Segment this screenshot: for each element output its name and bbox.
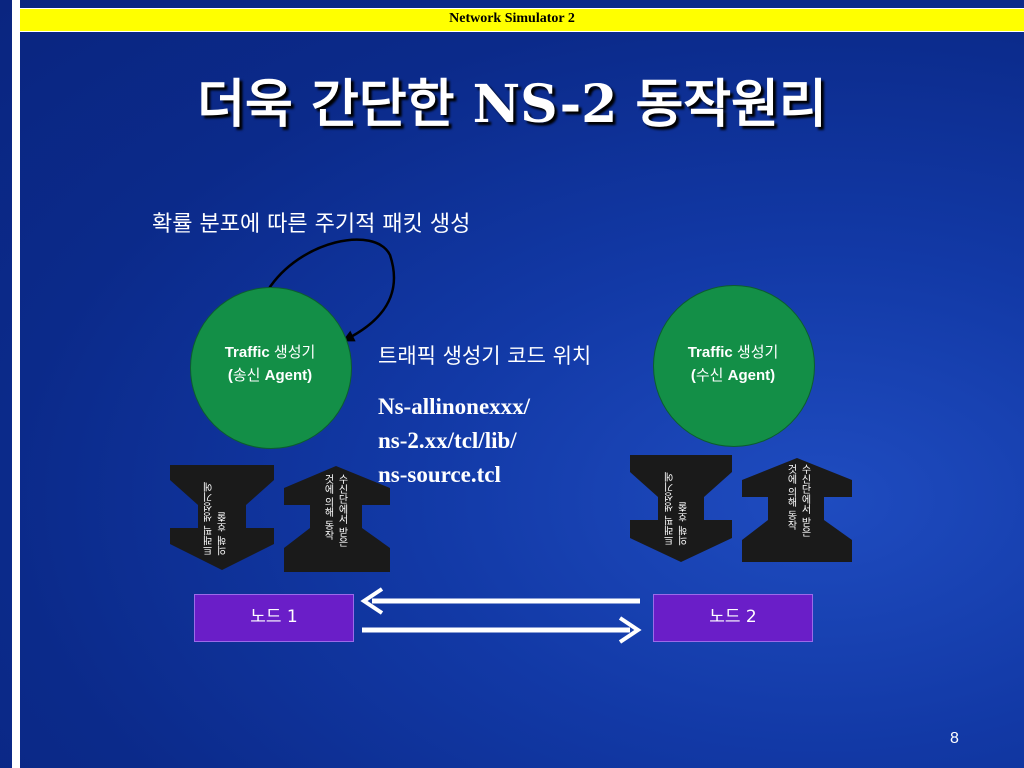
receiver-agent-circle (653, 285, 815, 447)
page-number: 8 (950, 730, 959, 747)
node-arrow-right (362, 616, 642, 644)
slide-title: 더욱 간단한 NS-2 동작원리 (197, 74, 827, 135)
header-bar (20, 8, 1024, 32)
generation-caption: 확률 분포에 따른 주기적 패킷 생성 (152, 212, 471, 237)
node-1-box: 노드 1 (194, 594, 354, 642)
up-block-arrow-right (742, 458, 852, 562)
header-title: Network Simulator 2 (449, 11, 575, 26)
sender-agent-circle (190, 287, 352, 449)
sender-agent-label: Traffic 생성기 (송신 Agent) (224, 343, 316, 384)
up-block-arrow-left (284, 466, 390, 572)
down-block-arrow-left (170, 465, 274, 570)
left-accent-bar (12, 0, 20, 768)
node-arrow-left (360, 587, 640, 615)
receiver-agent-label: Traffic 생성기 (수신 Agent) (687, 343, 779, 384)
node-2-box: 노드 2 (653, 594, 813, 642)
code-location-path: Ns-allinonexxx/ ns-2.xx/tcl/lib/ ns-sour… (378, 394, 531, 487)
loop-arrow (266, 238, 396, 342)
down-block-arrow-right (630, 455, 732, 562)
code-location-label: 트래픽 생성기 코드 위치 (378, 344, 592, 368)
